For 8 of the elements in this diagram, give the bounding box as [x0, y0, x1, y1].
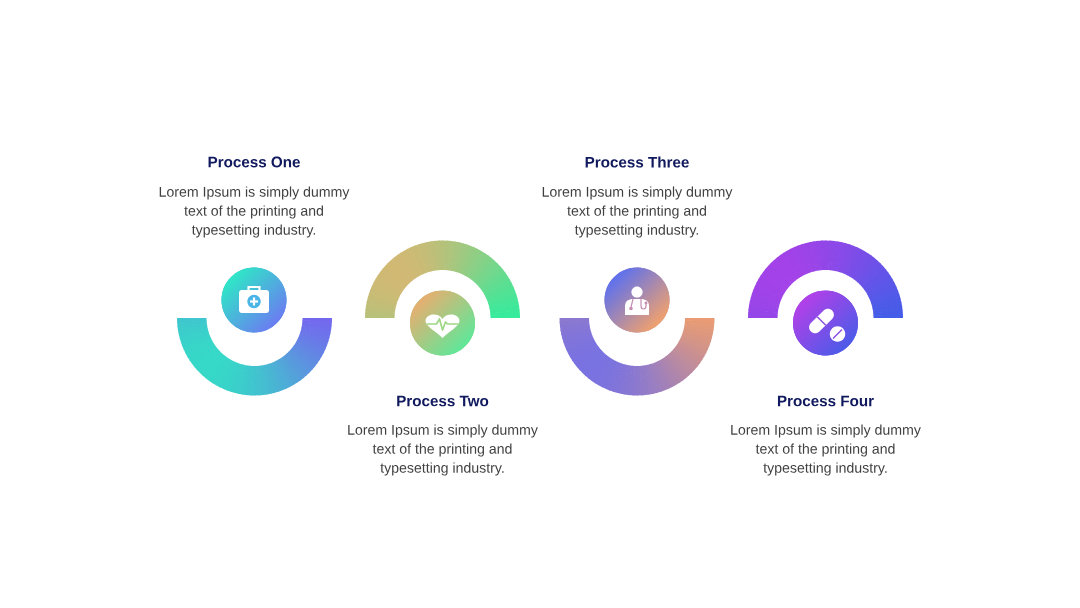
- step-heading: Process Three: [585, 156, 689, 168]
- step-description: Lorem Ipsum is simply dummy text of the printing and typesetting industry.: [159, 186, 350, 238]
- step-heading: Process Four: [777, 395, 874, 407]
- step-heading: Process Two: [397, 395, 489, 407]
- step-description: Lorem Ipsum is simply dummy text of the printing and typesetting industry.: [731, 424, 921, 476]
- step-description: Lorem Ipsum is simply dummy text of the printing and typesetting industry.: [542, 186, 733, 238]
- step-description: Lorem Ipsum is simply dummy text of the printing and typesetting industry.: [348, 424, 538, 476]
- step-heading: Process One: [208, 156, 300, 168]
